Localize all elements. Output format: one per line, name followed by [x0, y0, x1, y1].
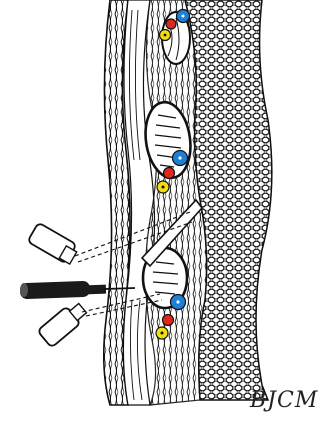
marker-red [164, 168, 175, 179]
marker-red [163, 315, 174, 326]
artist-signature: BJCM [250, 388, 318, 413]
marker-red [166, 19, 176, 29]
